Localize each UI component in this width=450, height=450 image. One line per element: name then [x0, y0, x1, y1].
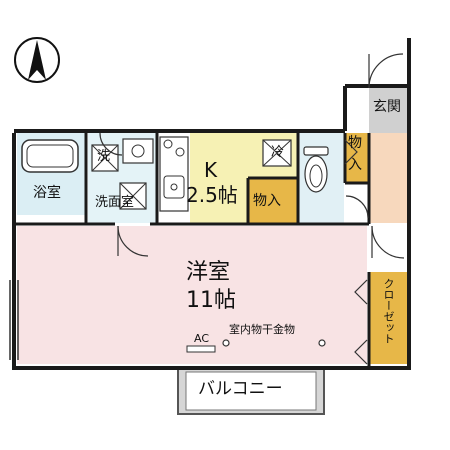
main-room-label: 洋室: [186, 260, 231, 285]
north-arrow-icon: [14, 37, 60, 83]
fridge-mark: 冷: [271, 145, 285, 160]
entrance-hall-fill: [369, 133, 409, 223]
kitchen-size: 2.5帖: [186, 183, 238, 207]
washer-mark: 洗: [97, 149, 111, 164]
washroom-label: 洗面室: [95, 195, 135, 210]
balcony-label: バルコニー: [198, 379, 283, 399]
entrance-fill: [369, 88, 409, 133]
ac-label: AC: [194, 332, 210, 345]
main-room-size: 11帖: [186, 288, 236, 313]
storage-entrance-label-2: 入: [348, 157, 362, 173]
storage-kitchen-label: 物入: [253, 193, 281, 209]
storage-entrance-label-1: 物: [348, 135, 362, 151]
storage-kitchen-fill: [249, 178, 297, 223]
storage-entrance-fill: [345, 133, 369, 183]
closet-label: クローゼット: [382, 278, 395, 344]
entrance-label: 玄関: [373, 99, 401, 115]
indoor-drying-label: 室内物干金物: [229, 323, 295, 336]
closet-fill: [369, 272, 409, 364]
main-room-fill: [17, 226, 367, 364]
kitchen-letter: K: [204, 158, 218, 182]
bath-label: 浴室: [33, 185, 61, 201]
